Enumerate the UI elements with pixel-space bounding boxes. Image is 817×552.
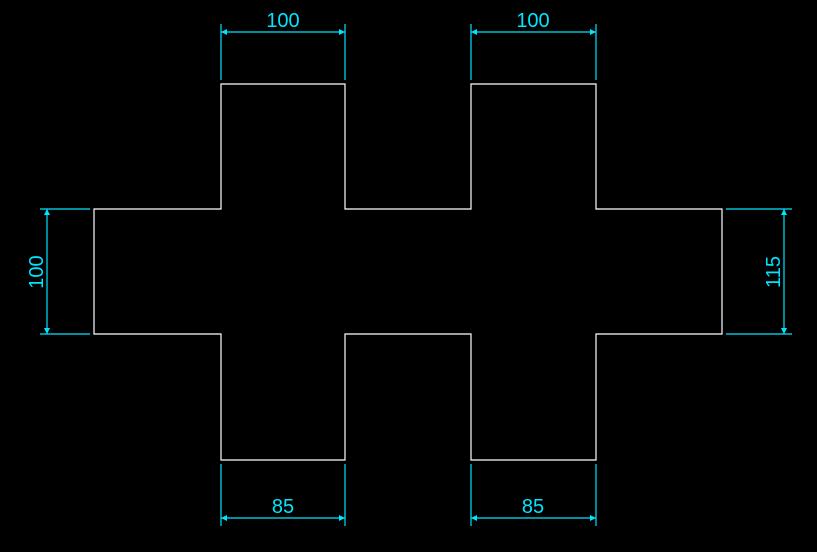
double-cross-outline — [93, 83, 723, 461]
dimension-top-left — [220, 24, 346, 80]
dimension-left — [40, 208, 90, 335]
dimension-right-label: 115 — [763, 256, 785, 288]
dimension-right — [726, 208, 792, 335]
dimension-bottom-right-label: 85 — [522, 496, 544, 518]
dimension-top-right-label: 100 — [516, 10, 549, 32]
dimension-bottom-left — [220, 464, 346, 526]
dimension-top-left-label: 100 — [266, 10, 299, 32]
dimension-bottom-left-label: 85 — [272, 496, 294, 518]
dimension-bottom-right — [470, 464, 597, 526]
dimension-left-label: 100 — [26, 255, 48, 288]
dimension-top-right — [470, 24, 597, 80]
